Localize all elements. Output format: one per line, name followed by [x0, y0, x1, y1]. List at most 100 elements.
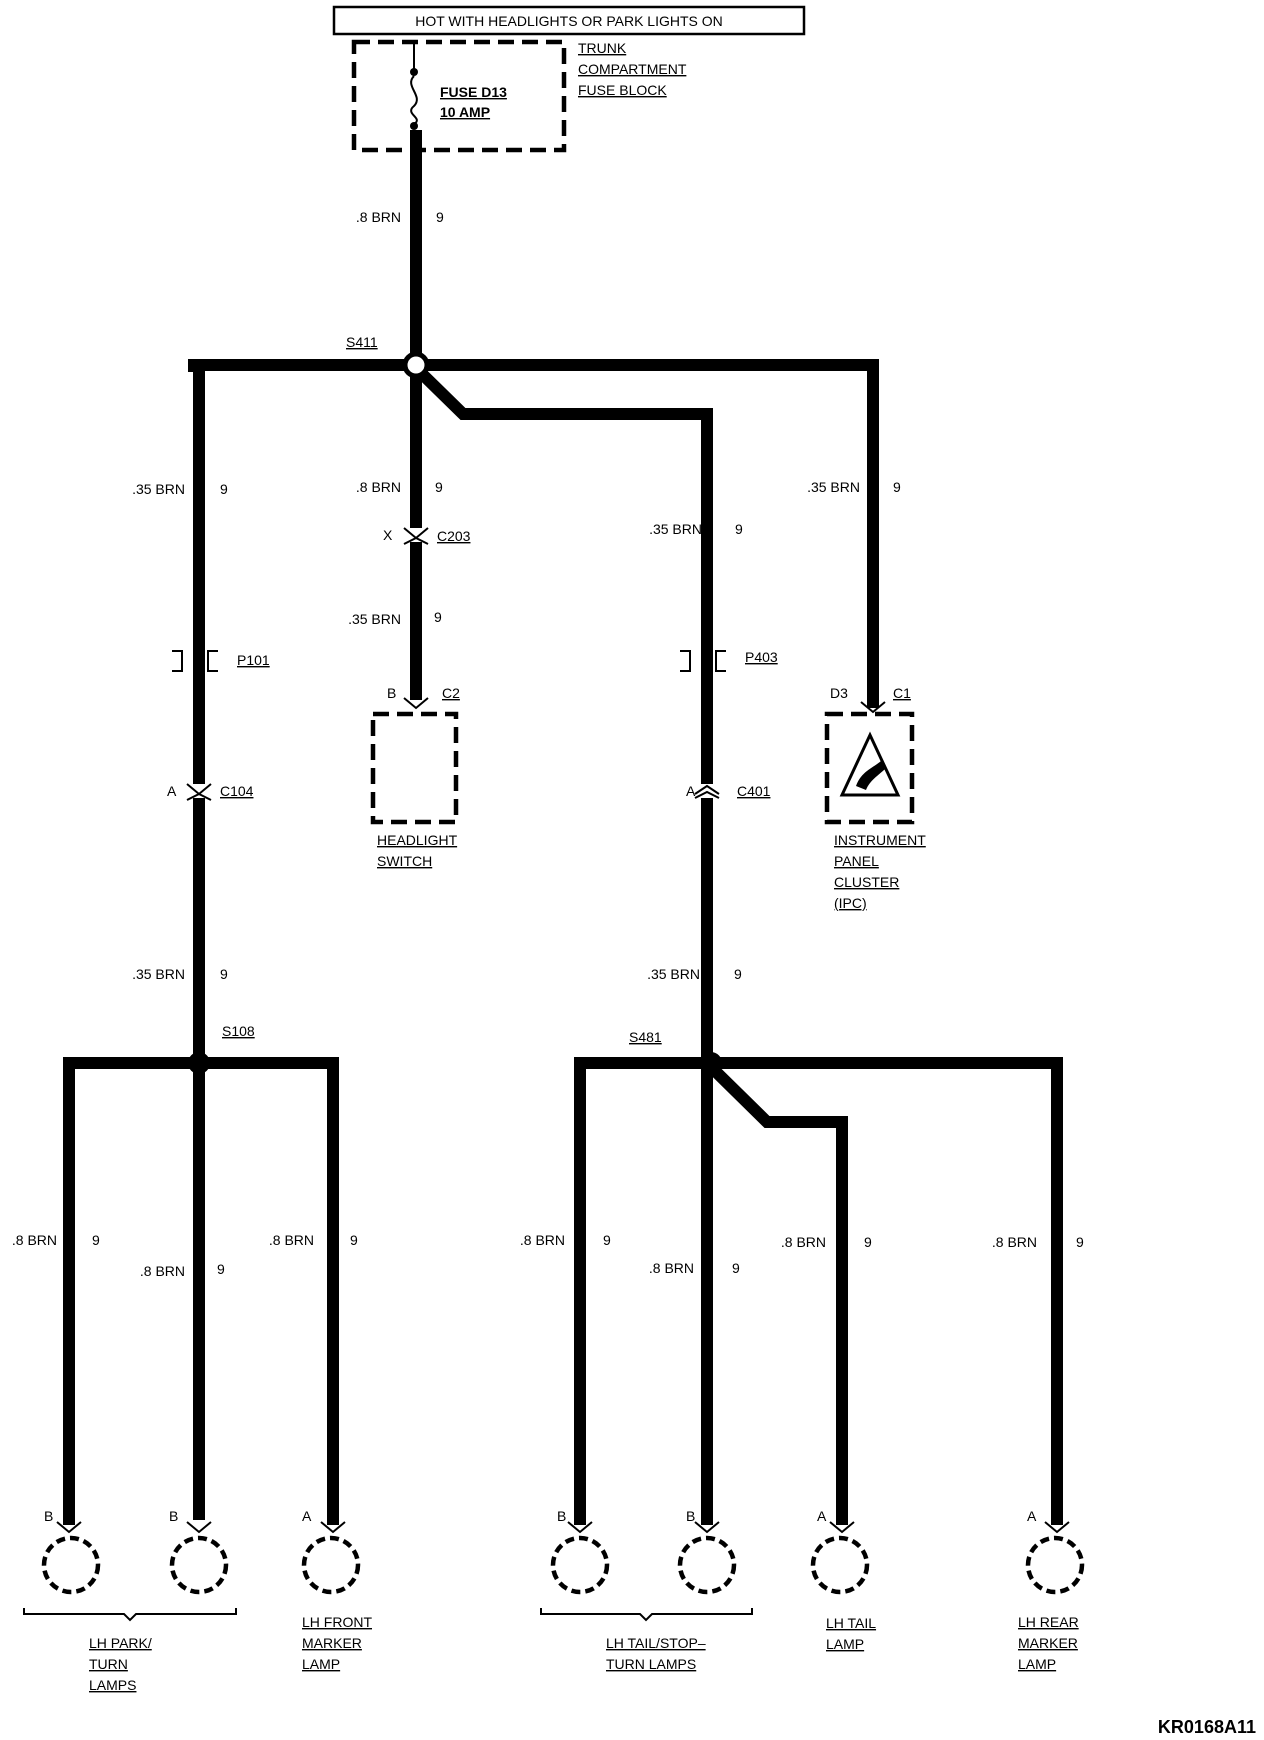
lh-rear-marker-label-3: LAMP: [1018, 1656, 1056, 1672]
lamp-bulb-icon: [550, 1535, 610, 1595]
svg-text:9: 9: [434, 609, 442, 625]
c1-label: C1: [893, 685, 911, 701]
svg-text:.35 BRN: .35 BRN: [647, 966, 700, 982]
c104-pin: A: [167, 783, 177, 799]
fuse-block-name-1: TRUNK: [578, 40, 627, 56]
lh-tail-label-1: LH TAIL: [826, 1615, 876, 1631]
svg-text:9: 9: [864, 1234, 872, 1250]
splice-s411: [402, 351, 430, 379]
svg-text:.8 BRN: .8 BRN: [781, 1234, 826, 1250]
p101-grommet: [172, 650, 218, 672]
p403-grommet: [680, 650, 726, 672]
svg-text:.8 BRN: .8 BRN: [356, 209, 401, 225]
c104-label: C104: [220, 783, 254, 799]
lamp-pin-3: A: [302, 1508, 312, 1524]
svg-text:.8 BRN: .8 BRN: [520, 1232, 565, 1248]
svg-text:9: 9: [1076, 1234, 1084, 1250]
lh-tail-stop-turn-label-1: LH TAIL/STOP–: [606, 1635, 706, 1651]
svg-text:.35 BRN: .35 BRN: [132, 966, 185, 982]
bracket-lh-tail-stop-turn: [540, 1608, 753, 1622]
lamp-pin-2: B: [169, 1508, 178, 1524]
c1-pin: D3: [830, 685, 848, 701]
svg-text:9: 9: [436, 209, 444, 225]
lamp-pin-1: B: [44, 1508, 53, 1524]
splice-s481: [700, 1052, 722, 1074]
wires: [63, 130, 1063, 1525]
lh-front-marker-label-3: LAMP: [302, 1656, 340, 1672]
ipc-label-1: INSTRUMENT: [834, 832, 926, 848]
lh-park-turn-label-2: TURN: [89, 1656, 128, 1672]
c203-label: C203: [437, 528, 471, 544]
splice-s481-label: S481: [629, 1029, 662, 1045]
esd-warning-icon: [839, 731, 901, 797]
lamp-pin-6: A: [817, 1508, 827, 1524]
fuse-block-outline: [351, 39, 567, 153]
lamp-lh-front-marker: A: [301, 1508, 361, 1595]
lamp-lh-rear-marker: A: [1025, 1508, 1085, 1595]
svg-text:9: 9: [735, 521, 743, 537]
lamp-pin-4: B: [557, 1508, 566, 1524]
svg-text:.35 BRN: .35 BRN: [132, 481, 185, 497]
c401-label: C401: [737, 783, 771, 799]
lamp-lh-tail: A: [810, 1508, 870, 1595]
lamp-lh-tail-stop-turn-2: B: [677, 1508, 737, 1595]
p101-label: P101: [237, 652, 270, 668]
svg-text:9: 9: [435, 479, 443, 495]
splice-s411-label: S411: [346, 334, 378, 350]
ipc-label-3: CLUSTER: [834, 874, 899, 890]
svg-text:.8 BRN: .8 BRN: [356, 479, 401, 495]
lamp-bulb-icon: [41, 1535, 101, 1595]
lh-front-marker-label-2: MARKER: [302, 1635, 362, 1651]
svg-text:9: 9: [92, 1232, 100, 1248]
lh-park-turn-label-3: LAMPS: [89, 1677, 136, 1693]
header-box: [332, 5, 806, 36]
lh-rear-marker-label-2: MARKER: [1018, 1635, 1078, 1651]
fuse-symbol: [410, 75, 418, 125]
fuse-block-name-2: COMPARTMENT: [578, 61, 687, 77]
lh-tail-label-2: LAMP: [826, 1636, 864, 1652]
headlight-switch-box: [370, 711, 459, 825]
svg-text:9: 9: [217, 1261, 225, 1277]
headlight-switch-label-2: SWITCH: [377, 853, 432, 869]
headlight-switch-label-1: HEADLIGHT: [377, 832, 458, 848]
svg-text:.8 BRN: .8 BRN: [140, 1263, 185, 1279]
svg-text:.8 BRN: .8 BRN: [649, 1260, 694, 1276]
svg-text:.35 BRN: .35 BRN: [649, 521, 702, 537]
svg-text:.8 BRN: .8 BRN: [269, 1232, 314, 1248]
p403-label: P403: [745, 649, 778, 665]
lamp-lh-park-turn-2: B: [169, 1508, 229, 1595]
lamp-lh-tail-stop-turn-1: B: [550, 1508, 610, 1595]
ipc-label-4: (IPC): [834, 895, 867, 911]
c401-pin: A: [686, 783, 696, 799]
lh-front-marker-label-1: LH FRONT: [302, 1614, 372, 1630]
splice-s108: [188, 1052, 210, 1074]
header-label: HOT WITH HEADLIGHTS OR PARK LIGHTS ON: [415, 13, 723, 29]
ipc-label-2: PANEL: [834, 853, 879, 869]
lamp-lh-park-turn-1: B: [41, 1508, 101, 1595]
svg-text:9: 9: [734, 966, 742, 982]
lamp-bulb-icon: [677, 1535, 737, 1595]
svg-text:.8 BRN: .8 BRN: [992, 1234, 1037, 1250]
svg-text:.35 BRN: .35 BRN: [807, 479, 860, 495]
svg-text:9: 9: [220, 966, 228, 982]
lamp-bulb-icon: [301, 1535, 361, 1595]
svg-text:9: 9: [603, 1232, 611, 1248]
c203-pin: X: [383, 527, 393, 543]
lamp-bulb-icon: [1025, 1535, 1085, 1595]
fuse-rating: 10 AMP: [440, 104, 490, 120]
figure-id: KR0168A11: [1158, 1717, 1256, 1737]
splice-s108-label: S108: [222, 1023, 255, 1039]
lamp-pin-7: A: [1027, 1508, 1037, 1524]
ipc-box: [824, 711, 915, 825]
fuse-block-name-3: FUSE BLOCK: [578, 82, 667, 98]
fuse-label: FUSE D13: [440, 84, 507, 100]
c2-label: C2: [442, 685, 460, 701]
lh-park-turn-label-1: LH PARK/: [89, 1635, 152, 1651]
lh-tail-stop-turn-label-2: TURN LAMPS: [606, 1656, 696, 1672]
svg-text:9: 9: [732, 1260, 740, 1276]
lamp-pin-5: B: [686, 1508, 695, 1524]
svg-text:9: 9: [893, 479, 901, 495]
svg-text:9: 9: [350, 1232, 358, 1248]
svg-text:.35 BRN: .35 BRN: [348, 611, 401, 627]
